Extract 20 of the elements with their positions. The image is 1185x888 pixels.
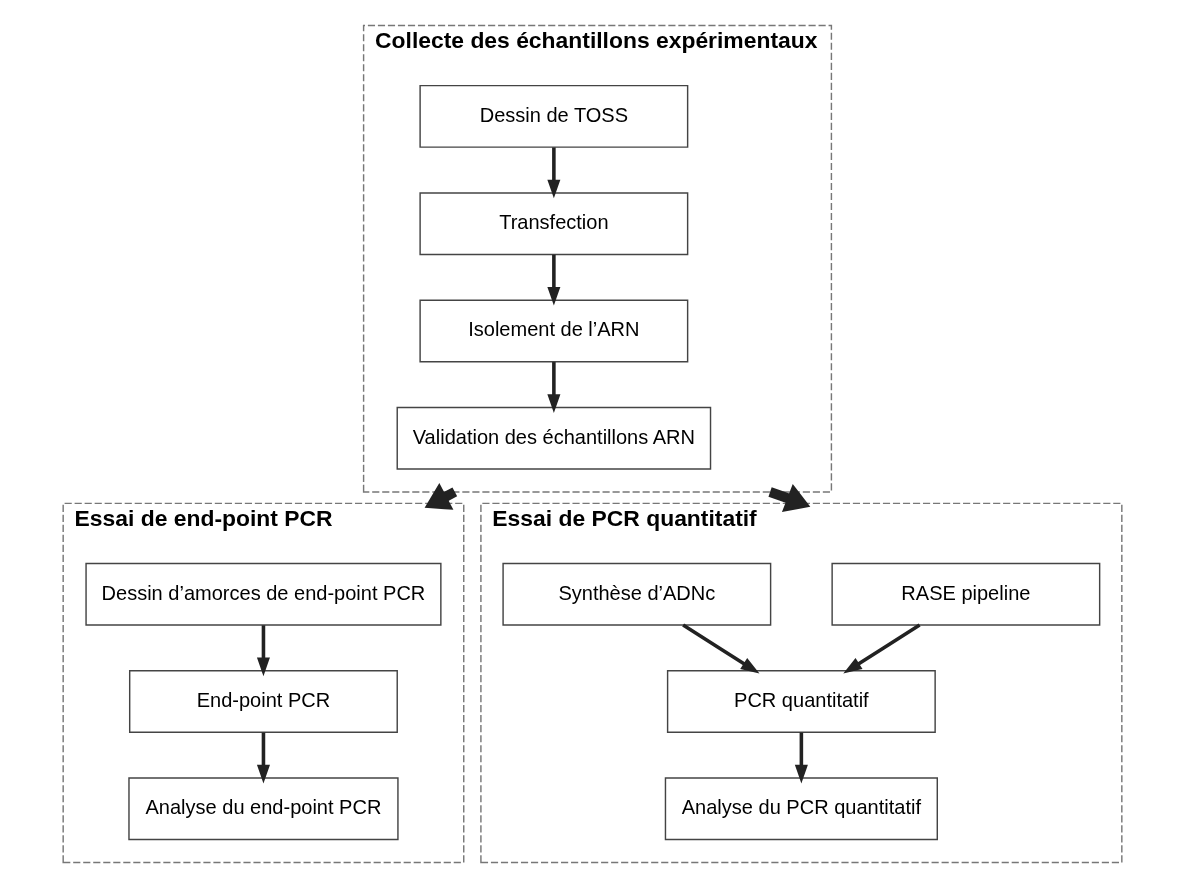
arrow	[794, 732, 808, 784]
arrow	[547, 147, 561, 199]
node-box: Dessin d’amorces de end-point PCR	[85, 562, 442, 626]
node-box: Analyse du end-point PCR	[128, 777, 399, 841]
node-box: PCR quantitatif	[666, 670, 936, 733]
node-box: Validation des échantillons ARN	[396, 406, 712, 470]
arrow	[768, 483, 811, 513]
node-box: Synthèse d’ADNc	[502, 562, 772, 626]
arrow	[256, 625, 270, 677]
arrow	[843, 623, 921, 674]
arrow	[256, 732, 270, 784]
node-box: End-point PCR	[128, 670, 398, 733]
arrow	[547, 362, 561, 413]
arrow	[547, 254, 561, 306]
arrow	[682, 623, 760, 674]
node-box: Transfection	[419, 192, 689, 256]
node-box: Dessin de TOSS	[419, 84, 689, 148]
node-box: Isolement de l’ARN	[419, 299, 689, 363]
node-box: Analyse du PCR quantitatif	[664, 777, 938, 841]
node-box: RASE pipeline	[831, 562, 1101, 626]
